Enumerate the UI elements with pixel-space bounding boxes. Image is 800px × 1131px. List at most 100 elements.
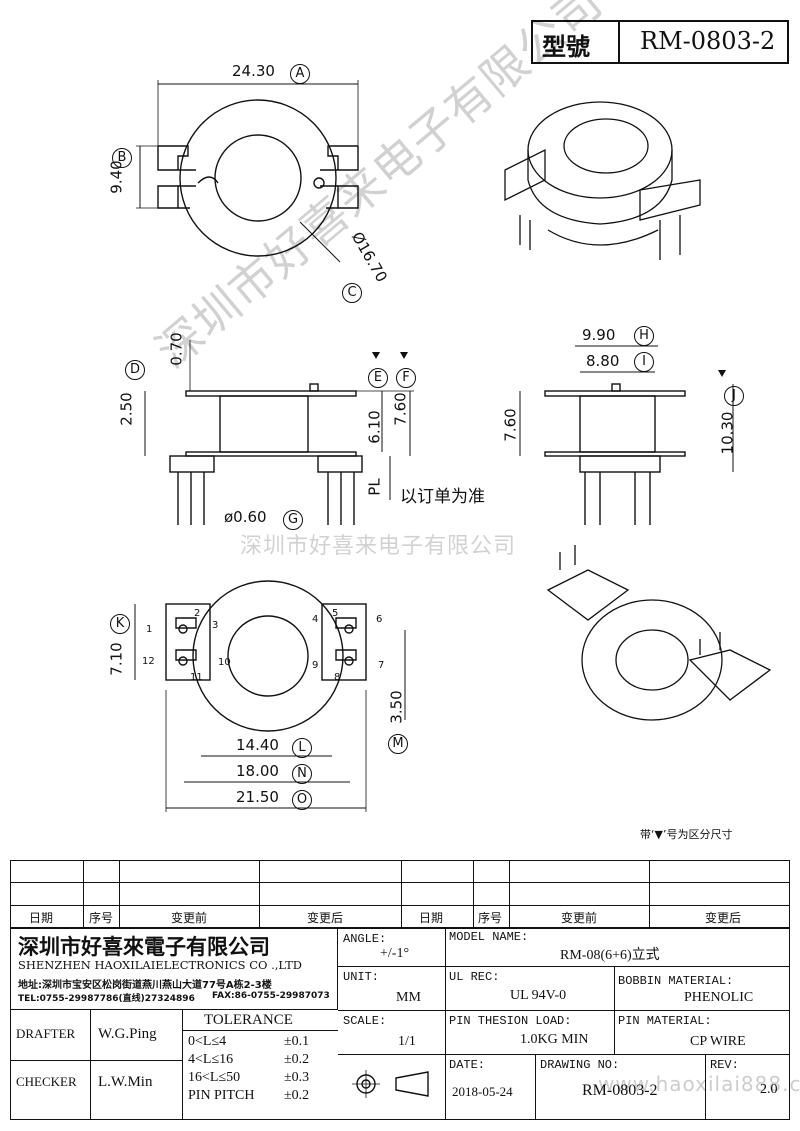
- dim-d-value: 2.50: [117, 392, 136, 426]
- company-tel: TEL:0755-29987786(直线)27324896: [18, 994, 195, 1004]
- tolerance-row-2-range: 4<L≤16: [188, 1052, 234, 1067]
- pin-label-2: 2: [194, 608, 201, 619]
- pin-label-11: 11: [190, 672, 203, 683]
- model-header-value: RM-0803-2: [640, 27, 776, 55]
- dim-h-circle: H: [634, 326, 654, 346]
- dim-l-circle: L: [292, 738, 312, 758]
- scale-label: SCALE:: [343, 1014, 387, 1028]
- dim-n-value: 18.00: [236, 762, 279, 780]
- model-header-label: 型號: [542, 33, 590, 61]
- company-fax: FAX:86-0755-29987073: [212, 991, 330, 1001]
- dim-b-circle: B: [112, 148, 132, 168]
- tolerance-row-2-tol: ±0.2: [284, 1052, 310, 1067]
- top-core-hole: [214, 134, 302, 222]
- rev-header-before-left: 变更前: [171, 911, 208, 925]
- tolerance-row-4-tol: ±0.2: [284, 1088, 310, 1103]
- dim-f-value: 7.60: [391, 392, 410, 426]
- rev-label: REV:: [710, 1058, 739, 1072]
- site-watermark: www.haoxilai888.com: [598, 1072, 800, 1096]
- company-address: 地址:深圳市宝安区松岗街道燕川燕山大道77号A栋2-3楼: [18, 980, 272, 991]
- dim-e-circle: E: [368, 368, 388, 388]
- dim-m-value: 3.50: [387, 690, 406, 724]
- pin-thesion-label: PIN THESION LOAD:: [449, 1014, 572, 1028]
- tolerance-row-3-range: 16<L≤50: [188, 1070, 241, 1085]
- pin-label-10: 10: [218, 657, 231, 668]
- pl-note: 以订单为准: [400, 487, 485, 507]
- dim-g-value: ø0.60: [224, 508, 267, 526]
- model-header-box: [531, 20, 789, 64]
- model-name-value: RM-08(6+6)立式: [560, 948, 660, 963]
- date-label: DATE:: [449, 1058, 486, 1072]
- company-name-en: SHENZHEN HAOXILAIELECTRONICS CO .,LTD: [18, 958, 302, 972]
- dim-i-value: 8.80: [586, 352, 620, 370]
- dim-j-value: 10.30: [718, 411, 737, 455]
- pin-label-3: 3: [212, 620, 219, 631]
- pin-label-1: 1: [146, 624, 153, 635]
- dim-l-value: 14.40: [236, 736, 279, 754]
- dim-o-circle: O: [292, 790, 312, 810]
- bobbin-material-value: PHENOLIC: [684, 990, 754, 1005]
- rev-header-after-left: 变更后: [307, 911, 344, 925]
- bottom-view: [165, 580, 367, 732]
- pin-material-value: CP WIRE: [690, 1034, 746, 1049]
- tolerance-row-3-tol: ±0.3: [284, 1070, 310, 1085]
- projection-symbol-icon: [352, 1070, 429, 1098]
- pin-label-6: 6: [376, 614, 383, 625]
- unit-label: UNIT:: [343, 970, 380, 984]
- dim-k-value: 7.10: [107, 642, 126, 676]
- dim-m-circle: M: [388, 734, 408, 754]
- ul-rec-label: UL REC:: [449, 970, 500, 984]
- pin-label-4: 4: [312, 614, 319, 625]
- dim-d-circle: D: [125, 360, 145, 380]
- side-view: [544, 383, 686, 525]
- front-view: [169, 383, 363, 525]
- dim-o-value: 21.50: [236, 788, 279, 806]
- dim-e-value: 6.10: [365, 410, 384, 444]
- dim-a-value: 24.30: [232, 62, 275, 80]
- dim-n-circle: N: [292, 764, 312, 784]
- pin-thesion-value: 1.0KG MIN: [520, 1032, 589, 1047]
- tolerance-label: TOLERANCE: [204, 1012, 293, 1028]
- pin-label-7: 7: [378, 660, 385, 671]
- iso-view-top: [504, 101, 701, 260]
- pin-material-label: PIN MATERIAL:: [618, 1014, 712, 1028]
- distinguish-note: 带‘▼’号为区分尺寸: [640, 828, 733, 841]
- drawing-no-label: DRAWING NO:: [540, 1058, 620, 1072]
- iso-view-bottom: [546, 545, 772, 721]
- rev-value: 2.0: [760, 1082, 778, 1097]
- rev-header-no-left: 序号: [89, 911, 114, 925]
- tolerance-row-4-range: PIN PITCH: [188, 1088, 255, 1103]
- date-value: 2018-05-24: [452, 1084, 513, 1099]
- dim-h-value: 9.90: [582, 326, 616, 344]
- tolerance-row-1-tol: ±0.1: [284, 1034, 310, 1049]
- dim-f-circle: F: [396, 368, 416, 388]
- rev-header-no-right: 序号: [478, 911, 503, 925]
- unit-value: MM: [396, 990, 421, 1005]
- top-view: [157, 99, 359, 257]
- rev-header-before-right: 变更前: [561, 911, 598, 925]
- model-header-divider: [618, 20, 620, 64]
- rev-header-after-right: 变更后: [705, 911, 742, 925]
- rev-header-date-right: 日期: [419, 911, 444, 925]
- checker-label: CHECKER: [16, 1074, 77, 1089]
- dim-g-circle: G: [283, 510, 303, 530]
- dim-i-circle: I: [634, 352, 654, 372]
- technical-drawing: [134, 80, 772, 812]
- revision-table: 日期 序号 变更前 变更后 日期 序号 变更前 变更后: [10, 860, 790, 928]
- dim-a-circle: A: [290, 64, 310, 84]
- dim-side-height: 7.60: [501, 408, 520, 442]
- dim-k-circle: K: [110, 614, 130, 634]
- bobbin-material-label: BOBBIN MATERIAL:: [618, 974, 734, 988]
- rev-header-date-left: 日期: [29, 911, 54, 925]
- title-block: [10, 928, 790, 1120]
- ul-rec-value: UL 94V-0: [510, 988, 567, 1003]
- drafter-value: W.G.Ping: [98, 1026, 157, 1042]
- dim-c-circle: C: [342, 283, 362, 303]
- checker-value: L.W.Min: [98, 1074, 153, 1090]
- angle-value: +/-1°: [380, 946, 410, 961]
- tolerance-row-1-range: 0<L≤4: [188, 1034, 227, 1049]
- company-name-cn: 深圳市好喜來電子有限公司: [18, 934, 270, 959]
- model-name-label: MODEL NAME:: [449, 930, 529, 944]
- dim-pl-label: PL: [365, 478, 384, 496]
- drafter-label: DRAFTER: [16, 1026, 76, 1041]
